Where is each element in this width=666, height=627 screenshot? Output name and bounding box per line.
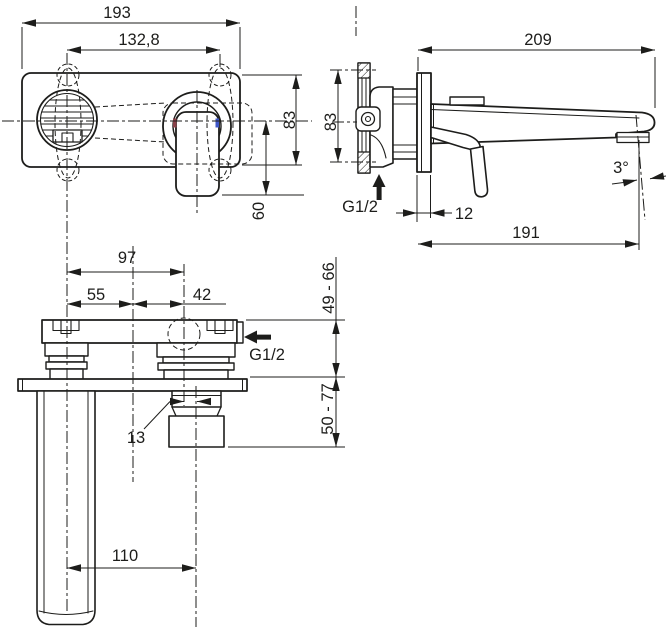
dim-overall-width: 193 (21, 4, 241, 69)
cold-indicator (215, 118, 219, 128)
svg-text:191: 191 (512, 224, 540, 242)
svg-text:193: 193 (103, 4, 131, 22)
svg-text:60: 60 (250, 202, 268, 220)
supply-tube (36, 390, 96, 626)
svg-text:49 - 66: 49 - 66 (320, 262, 338, 313)
spout-angle-line (635, 114, 646, 221)
svg-text:97: 97 (118, 249, 136, 267)
svg-text:G1/2: G1/2 (249, 346, 285, 364)
svg-text:55: 55 (87, 286, 105, 304)
svg-text:83: 83 (322, 113, 340, 131)
dim-lower-depth-range: 50 - 77 (228, 377, 345, 448)
dim-upper-depth-range: 49 - 66 (246, 257, 345, 378)
svg-text:110: 110 (112, 547, 138, 565)
svg-text:209: 209 (524, 31, 552, 49)
svg-text:12: 12 (455, 205, 473, 223)
dim-front-height: 83 (242, 74, 302, 166)
inlet-arrow-left-icon (244, 330, 271, 344)
svg-text:13: 13 (127, 429, 145, 447)
lever-grip-side (469, 145, 489, 198)
fixing-screw-pad (355, 106, 381, 132)
svg-text:42: 42 (193, 286, 211, 304)
centerlines (2, 6, 646, 627)
inlet-boss (236, 321, 244, 344)
dim-spout-to-lever-centres: 97 (67, 249, 184, 276)
fixing-hole-pattern-left (54, 67, 82, 179)
svg-text:3°: 3° (613, 159, 629, 177)
side-view (355, 62, 656, 198)
dim-lever-drop: 60 (222, 121, 304, 220)
dim-left-centres: 55 (67, 286, 133, 308)
dim-outlet-centres: 110 (67, 547, 196, 572)
cartridge-stack (392, 88, 418, 160)
dim-spout-projection: 191 (418, 140, 640, 250)
right-port (156, 342, 236, 381)
fixing-hole-pattern-right (206, 67, 234, 179)
svg-text:83: 83 (281, 111, 299, 129)
dim-trim-depth: 12 (396, 175, 473, 223)
dim-fixing-centres: 132,8 (67, 31, 221, 67)
escutcheon-side (416, 72, 432, 173)
fixing-screw (360, 111, 376, 127)
dim-outlet-offset: 13 (127, 397, 211, 447)
dim-overall-projection: 209 (417, 31, 656, 108)
dim-side-height: 83 (322, 70, 342, 162)
inlet-arrow-up-icon (372, 174, 386, 200)
spout-top-block (449, 96, 485, 106)
callout-inlet-thread-rough-in: G1/2 (244, 330, 285, 364)
callout-inlet-thread-side: G1/2 (342, 174, 386, 216)
hidden-body-outline (162, 102, 253, 165)
hot-indicator (173, 118, 177, 128)
dim-spout-angle: 3° (611, 159, 666, 187)
svg-text:132,8: 132,8 (118, 31, 159, 49)
spout-side (430, 103, 656, 145)
svg-text:50 - 77: 50 - 77 (319, 383, 337, 434)
dim-right-centres: 42 (133, 286, 226, 308)
svg-text:G1/2: G1/2 (342, 198, 378, 216)
